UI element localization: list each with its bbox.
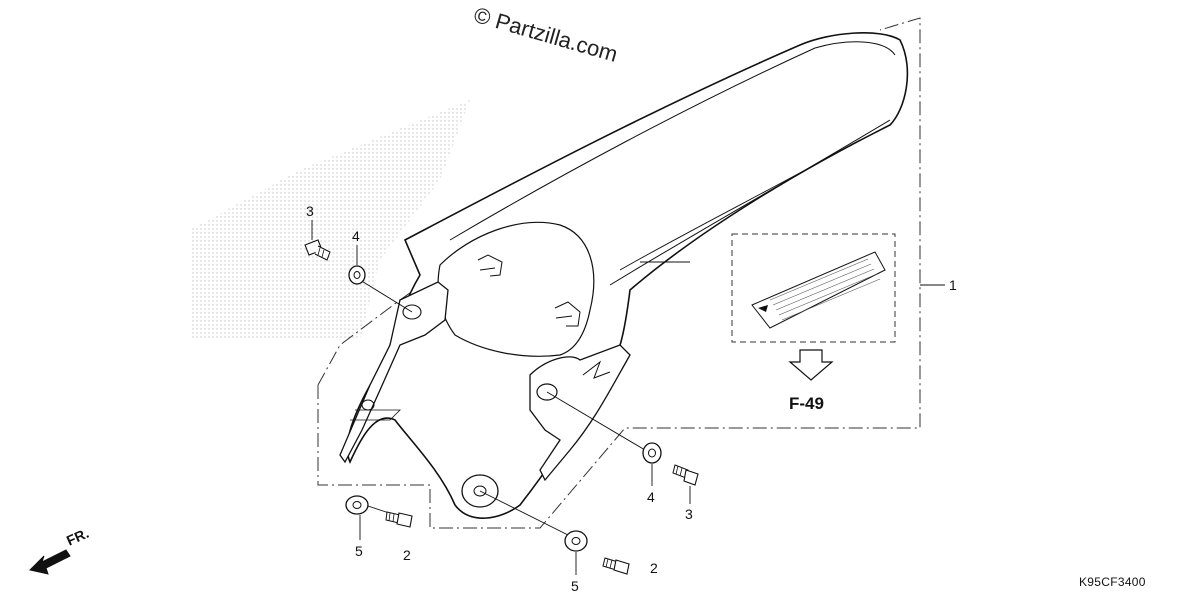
- fender-clip-lower: [554, 301, 581, 327]
- fender-crease-2: [609, 119, 891, 286]
- diagram-code: K95CF3400: [1079, 575, 1146, 589]
- leader-lower-right: [479, 490, 579, 541]
- fender-clip-upper: [477, 254, 503, 277]
- label-inset-box: [731, 233, 896, 343]
- screw-lower-right: [602, 557, 630, 575]
- front-arrow-icon: [29, 549, 71, 575]
- fender-inner-cavity: [437, 221, 595, 357]
- reference-label[interactable]: F-49: [789, 394, 824, 413]
- right-bracket-arrow: [582, 360, 611, 379]
- fender-crease-1: [449, 41, 896, 241]
- callout-part-4-right[interactable]: 4: [647, 489, 655, 505]
- leader-right: [546, 391, 646, 451]
- callout-part-3-right[interactable]: 3: [685, 506, 693, 522]
- bolt-right: [672, 464, 699, 486]
- right-mount-hole: [536, 383, 558, 401]
- washer-lower-left: [345, 495, 369, 515]
- bolt-upper: [304, 239, 331, 261]
- callout-part-1[interactable]: 1: [949, 277, 957, 293]
- callout-part-4-upper[interactable]: 4: [352, 228, 360, 244]
- assembly-outline: [317, 17, 921, 529]
- right-mount-bracket: [529, 344, 631, 482]
- callout-part-2-right[interactable]: 2: [650, 560, 658, 576]
- callout-part-5-left[interactable]: 5: [355, 543, 363, 559]
- leader-bracket-mark: [350, 409, 401, 421]
- fender-crease-3: [619, 139, 861, 271]
- washer-right: [642, 442, 662, 464]
- screw-lower-left: [385, 511, 413, 528]
- leader-upper: [359, 279, 413, 313]
- callout-part-5-right[interactable]: 5: [571, 578, 579, 594]
- washer-upper: [348, 265, 366, 285]
- left-mount-hole: [402, 304, 422, 320]
- callout-part-2-left[interactable]: 2: [403, 547, 411, 563]
- callout-part-3-upper[interactable]: 3: [306, 203, 314, 219]
- lower-mount-hole: [473, 485, 487, 497]
- washer-lower-right: [564, 530, 588, 552]
- warning-label-sticker: [751, 251, 886, 329]
- shadow-stipple: [190, 100, 470, 340]
- reference-arrow-icon: [788, 349, 834, 381]
